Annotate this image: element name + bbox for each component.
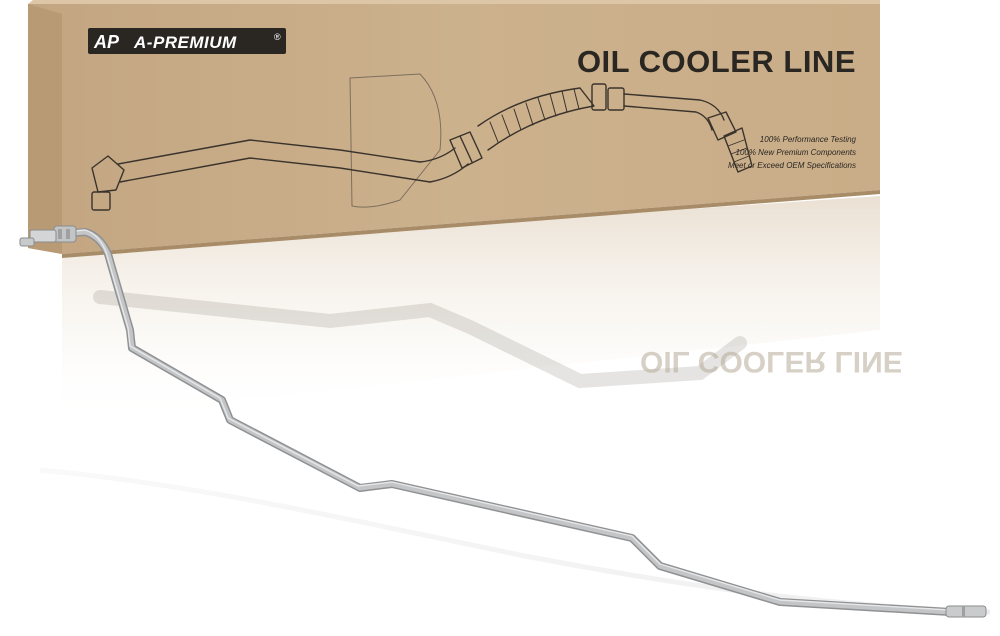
svg-text:OIL COOLER LINE: OIL COOLER LINE — [640, 345, 903, 378]
box-end — [28, 4, 62, 254]
line-fitting-right — [945, 605, 987, 618]
box-line-illustration — [91, 73, 753, 211]
oil-cooler-line — [19, 225, 987, 618]
line-shadow — [39, 467, 991, 615]
box-reflection: OIL COOLER LINE — [62, 196, 903, 420]
box-top — [28, 0, 880, 4]
feature-item: Meet or Exceed OEM Specifications — [728, 161, 856, 170]
feature-item: 100% New Premium Components — [736, 148, 857, 157]
brand-logo: AP A-PREMIUM ® — [88, 28, 286, 54]
registered-mark: ® — [274, 32, 281, 42]
feature-item: 100% Performance Testing — [760, 135, 857, 144]
box-bottom-edge — [62, 190, 880, 258]
feature-list: 100% Performance Testing 100% New Premiu… — [728, 135, 857, 170]
brand-name: A-PREMIUM — [133, 33, 237, 52]
box-front — [28, 4, 880, 254]
logo-mark: AP — [93, 32, 120, 52]
line-fitting-left — [19, 225, 77, 247]
product-title: OIL COOLER LINE — [577, 44, 856, 79]
